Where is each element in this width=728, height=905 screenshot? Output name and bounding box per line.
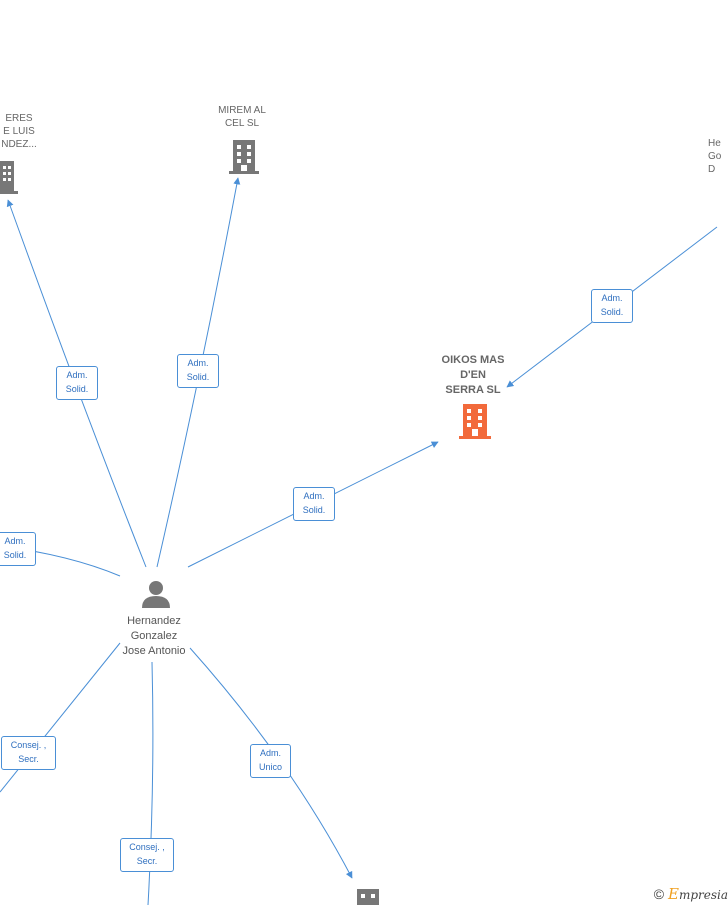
copyright-footer: © Empresia [654,885,728,903]
edge-label-consej-left: Consej. , Secr. [1,736,56,770]
edge-label-consej-bottom: Consej. , Secr. [120,838,174,872]
edge-label-left-company: Adm. Solid. [56,366,98,400]
brand-logo: Empresia [667,885,728,903]
building-icon-bottom [357,889,379,905]
person-icon [142,581,170,608]
building-icon-left [0,161,18,194]
edge-label-far-left: Adm. Solid. [0,532,36,566]
person-label-right[interactable]: He Go D [708,138,722,175]
edge-label-focus: Adm. Solid. [293,487,335,521]
building-icon-mirem [229,140,259,174]
company-label-mirem[interactable]: MIREM AL CEL SL [218,105,266,129]
edge-label-mirem: Adm. Solid. [177,354,219,388]
copyright-icon: © [653,886,665,902]
edge-label-right-to-focus: Adm. Solid. [591,289,633,323]
edge-label-adm-unico: Adm. Unico [250,744,291,778]
person-label-center[interactable]: Hernandez Gonzalez Jose Antonio [122,615,186,657]
edge-consej-bottom [147,661,154,905]
company-label-left[interactable]: ERES E LUIS NDEZ... [1,113,37,150]
building-icon-focus [459,404,491,439]
company-label-focus[interactable]: OIKOS MAS D'EN SERRA SL [441,354,505,396]
